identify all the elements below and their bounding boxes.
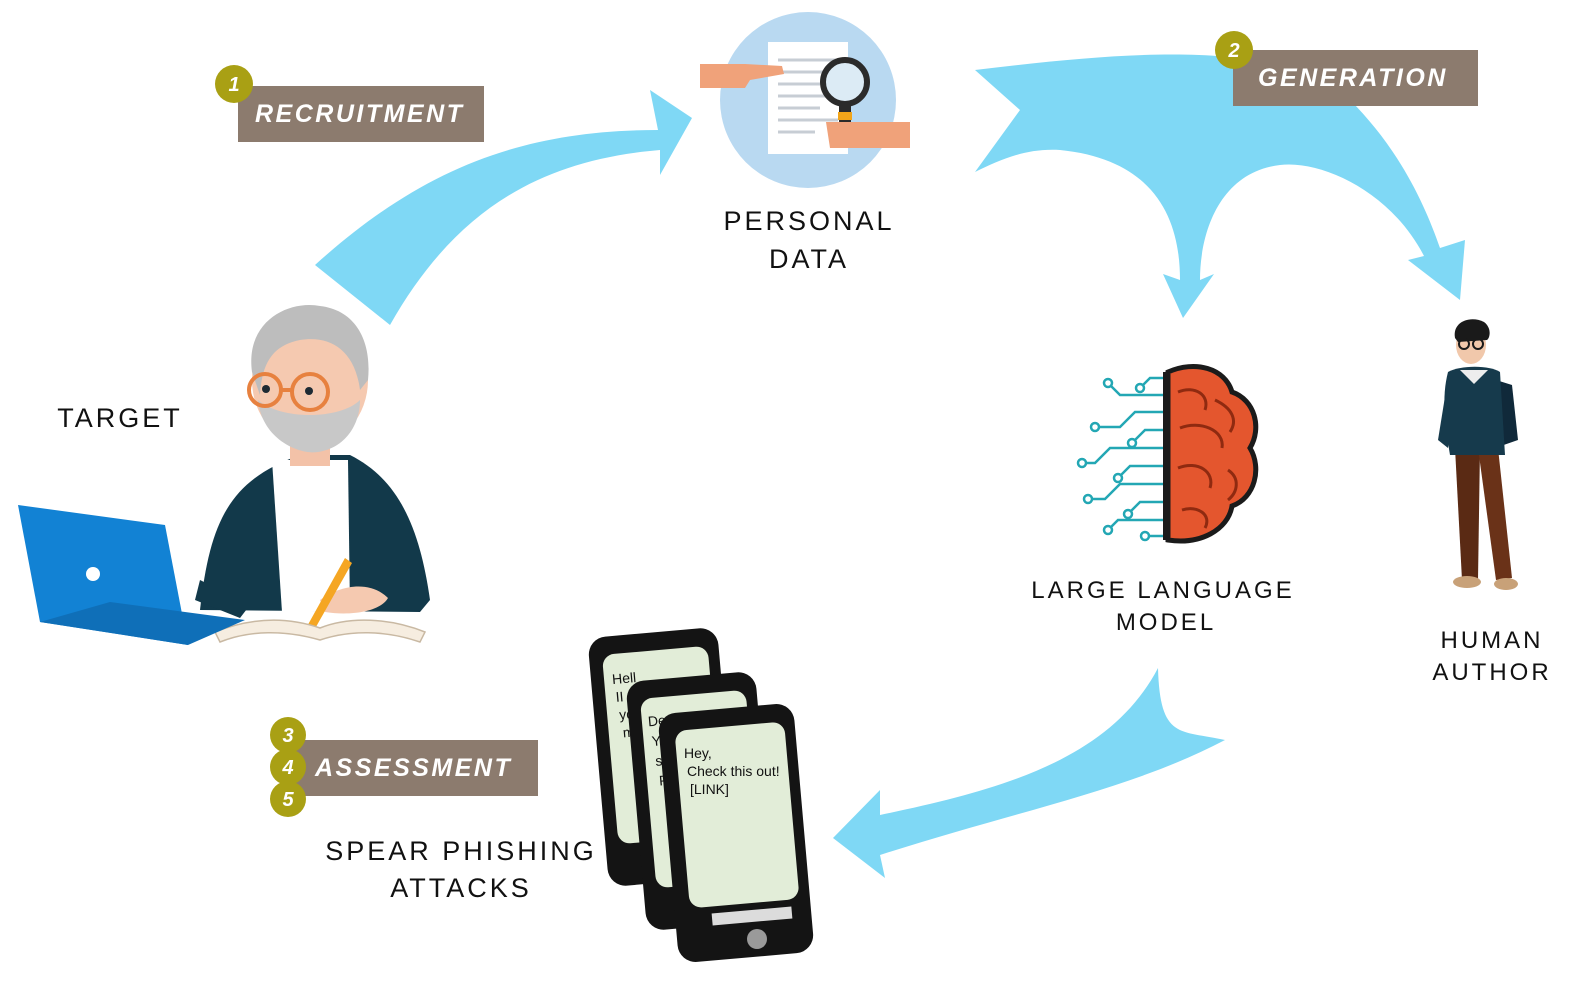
stage-generation: GENERATION 2: [1215, 31, 1478, 106]
human-author-icon: [1438, 319, 1518, 590]
target-label: TARGET: [57, 403, 183, 433]
personal-data-icon: [700, 12, 910, 188]
llm-brain-icon: [1076, 363, 1259, 544]
human-author-label-line-2: AUTHOR: [1432, 659, 1551, 686]
phishing-phones-icon: Hell II yo m De Yo su P [L Hey, Check th…: [588, 628, 814, 962]
badge-5-number: 5: [282, 789, 294, 811]
message-line-3: [LINK]: [690, 781, 729, 797]
generation-arrow: [975, 54, 1465, 318]
stage-recruitment: RECRUITMENT 1: [215, 65, 484, 142]
target-person-icon: [18, 304, 430, 645]
spear-phishing-label-line-1: SPEAR PHISHING: [325, 836, 597, 866]
personal-data-label-line-2: DATA: [769, 244, 849, 274]
personal-data-label-line-1: PERSONAL: [723, 206, 894, 236]
badge-1: [215, 65, 253, 103]
badge-4-number: 4: [281, 757, 293, 779]
message-line-1: Hey,: [684, 745, 712, 761]
stage-recruitment-label: RECRUITMENT: [255, 100, 465, 128]
llm-label-line-2: MODEL: [1116, 609, 1216, 636]
return-arrow: [833, 668, 1225, 878]
phone-front: Hey, Check this out! [LINK]: [658, 704, 814, 962]
badge-3: [270, 717, 306, 753]
badge-4: [270, 749, 306, 785]
stage-generation-label: GENERATION: [1258, 64, 1448, 92]
badge-2-number: 2: [1227, 40, 1239, 62]
badge-2: [1215, 31, 1253, 69]
llm-label-line-1: LARGE LANGUAGE: [1031, 577, 1294, 604]
human-author-label-line-1: HUMAN: [1441, 627, 1544, 654]
stage-assessment: ASSESSMENT 3 4 5: [270, 717, 538, 817]
svg-text:Hell: Hell: [611, 669, 636, 687]
badge-1-number: 1: [228, 74, 239, 96]
badge-5: [270, 781, 306, 817]
stage-assessment-label: ASSESSMENT: [314, 754, 512, 782]
svg-text:II: II: [615, 688, 624, 705]
badge-3-number: 3: [282, 725, 293, 747]
spear-phishing-label-line-2: ATTACKS: [390, 873, 532, 903]
message-line-2: Check this out!: [687, 763, 780, 779]
recruitment-arrow: [315, 90, 692, 325]
